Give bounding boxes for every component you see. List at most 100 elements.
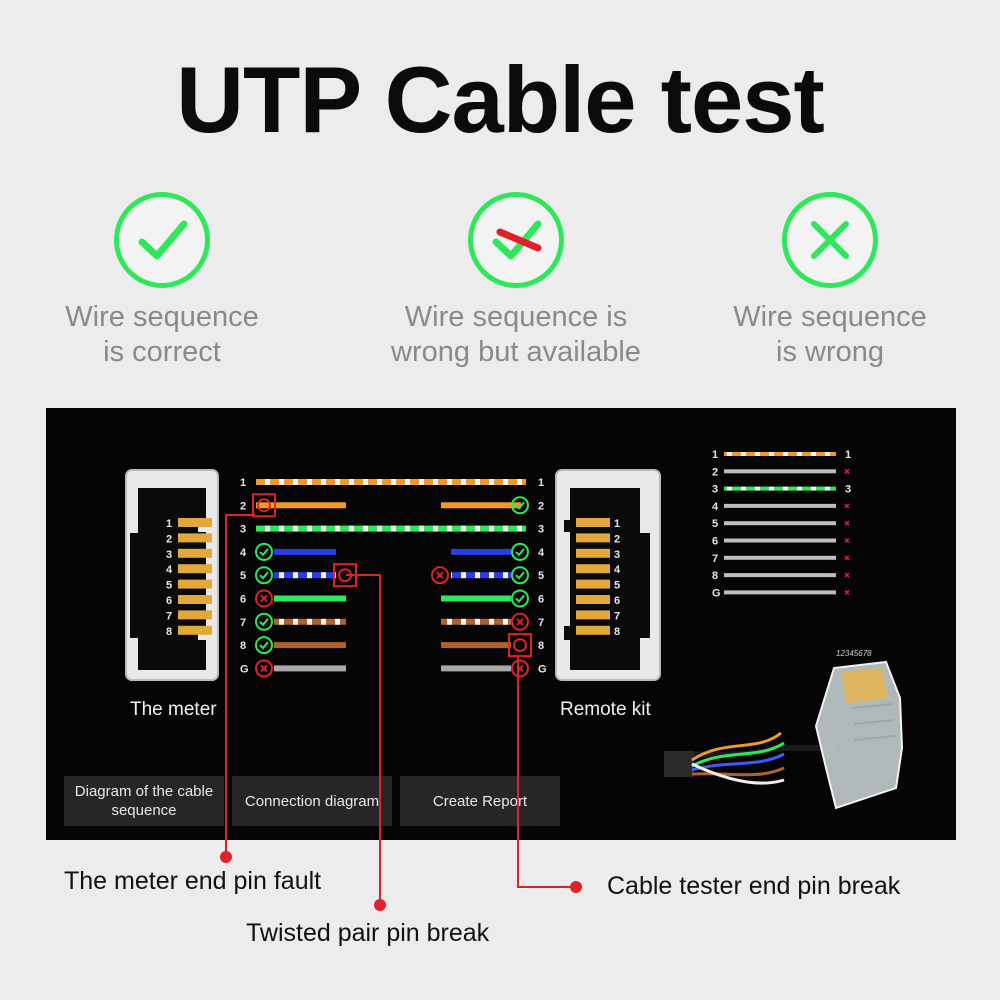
remote-pin-contact xyxy=(576,579,610,589)
mini-wire xyxy=(724,503,836,508)
wire-left xyxy=(274,665,346,672)
remote-pin-contact xyxy=(576,533,610,543)
left-pin-label: 8 xyxy=(240,640,246,652)
meter-pin-number: 8 xyxy=(166,626,172,638)
check-crossed-icon xyxy=(468,192,564,288)
meter-pin-contact xyxy=(178,533,212,543)
remote-pin-number: 1 xyxy=(614,518,620,530)
right-pin-label: 3 xyxy=(538,524,544,536)
wire-right xyxy=(441,618,511,625)
meter-pin-contact xyxy=(178,579,212,589)
fault-box-icon xyxy=(508,633,532,658)
mini-wire xyxy=(724,452,836,456)
wire-left xyxy=(274,642,346,649)
wire-left xyxy=(274,595,346,602)
check-icon xyxy=(255,542,273,561)
wire xyxy=(256,525,526,532)
wire-right xyxy=(441,595,511,602)
meter-pin-number: 1 xyxy=(166,518,172,530)
remote-pin-number: 6 xyxy=(614,595,620,607)
mini-cross-icon xyxy=(844,468,850,474)
cable-sequence-button[interactable]: Diagram of the cable sequence xyxy=(64,776,224,826)
status-label: is correct xyxy=(103,336,221,368)
mini-pin-label: 4 xyxy=(712,501,719,513)
check-icon xyxy=(511,589,529,608)
mini-cross-icon xyxy=(844,537,850,544)
wire-right xyxy=(441,502,521,509)
create-report-button[interactable]: Create Report xyxy=(400,776,560,826)
callout-meter-fault: The meter end pin fault xyxy=(64,867,322,895)
left-pin-label: 4 xyxy=(240,547,247,559)
callout-twisted-break: Twisted pair pin break xyxy=(246,919,490,947)
mini-cross-icon xyxy=(844,555,850,561)
left-pin-label: 7 xyxy=(240,617,246,629)
right-pin-label: 4 xyxy=(538,547,545,559)
mini-wire xyxy=(724,486,836,491)
meter-pin-contact xyxy=(178,595,212,604)
remote-connector: 12345678 xyxy=(555,469,661,681)
remote-label: Remote kit xyxy=(560,699,652,720)
check-icon xyxy=(255,636,273,655)
right-pin-label: 7 xyxy=(538,617,544,629)
page-title: UTP Cable test xyxy=(176,47,825,152)
mini-pin-label: 3 xyxy=(845,484,851,496)
right-pin-label: G xyxy=(538,663,547,675)
fault-box-icon xyxy=(252,493,276,518)
cross-icon xyxy=(255,589,273,608)
twisted-break-box xyxy=(333,563,357,588)
check-icon xyxy=(511,542,529,561)
remote-pin-contact xyxy=(576,518,610,527)
remote-pin-number: 2 xyxy=(614,533,620,545)
mini-cross-icon xyxy=(844,589,850,595)
mini-wire xyxy=(724,555,836,560)
wire-right xyxy=(441,642,511,649)
remote-pin-contact xyxy=(576,564,610,574)
cross-icon xyxy=(511,612,529,631)
meter-pin-contact xyxy=(178,610,212,620)
remote-pin-number: 4 xyxy=(614,564,621,576)
left-pin-label: 1 xyxy=(240,477,246,489)
meter-pin-number: 4 xyxy=(166,564,173,576)
meter-label: The meter xyxy=(130,699,217,720)
wire-left xyxy=(274,618,346,625)
remote-pin-number: 3 xyxy=(614,549,620,561)
wire-right xyxy=(451,572,511,579)
mini-pin-label: 3 xyxy=(712,484,718,496)
wire-left xyxy=(274,572,336,579)
status-label: wrong but available xyxy=(391,336,641,368)
remote-pin-number: 7 xyxy=(614,610,620,622)
mini-cross-icon xyxy=(844,572,850,578)
mini-pin-label: 8 xyxy=(712,570,718,582)
plug-caption: 12345678 xyxy=(836,649,872,658)
left-pin-label: 2 xyxy=(240,500,246,512)
cross-icon xyxy=(782,192,878,288)
remote-pin-contact xyxy=(576,625,610,635)
left-pin-label: 6 xyxy=(240,594,246,606)
cross-icon xyxy=(431,566,449,585)
remote-pin-number: 8 xyxy=(614,626,620,638)
wiring-diagram: 12345678 The meter 12345678 Remote kit 1… xyxy=(125,449,904,810)
mini-cross-icon xyxy=(844,503,850,509)
callout-tester-break: Cable tester end pin break xyxy=(607,872,901,900)
mini-pin-label: 2 xyxy=(712,466,718,478)
meter-pin-number: 7 xyxy=(166,610,172,622)
rj45-plug-image: 12345678 xyxy=(663,649,904,810)
connection-diagram-button[interactable]: Connection diagram xyxy=(232,776,392,826)
meter-pin-contact xyxy=(178,518,212,527)
left-pin-label: 3 xyxy=(240,524,246,536)
mini-wire xyxy=(724,521,836,526)
meter-pin-contact xyxy=(178,625,212,635)
left-pin-label: G xyxy=(240,663,249,675)
remote-pin-contact xyxy=(576,610,610,620)
status-label: is wrong xyxy=(776,336,884,368)
remote-pin-contact xyxy=(576,595,610,604)
left-pin-label: 5 xyxy=(240,570,246,582)
check-icon xyxy=(255,612,273,631)
meter-pin-number: 5 xyxy=(166,580,172,592)
wire xyxy=(256,479,526,485)
wire-left xyxy=(256,502,346,509)
wire-left xyxy=(274,548,336,555)
meter-pin-contact xyxy=(178,564,212,574)
